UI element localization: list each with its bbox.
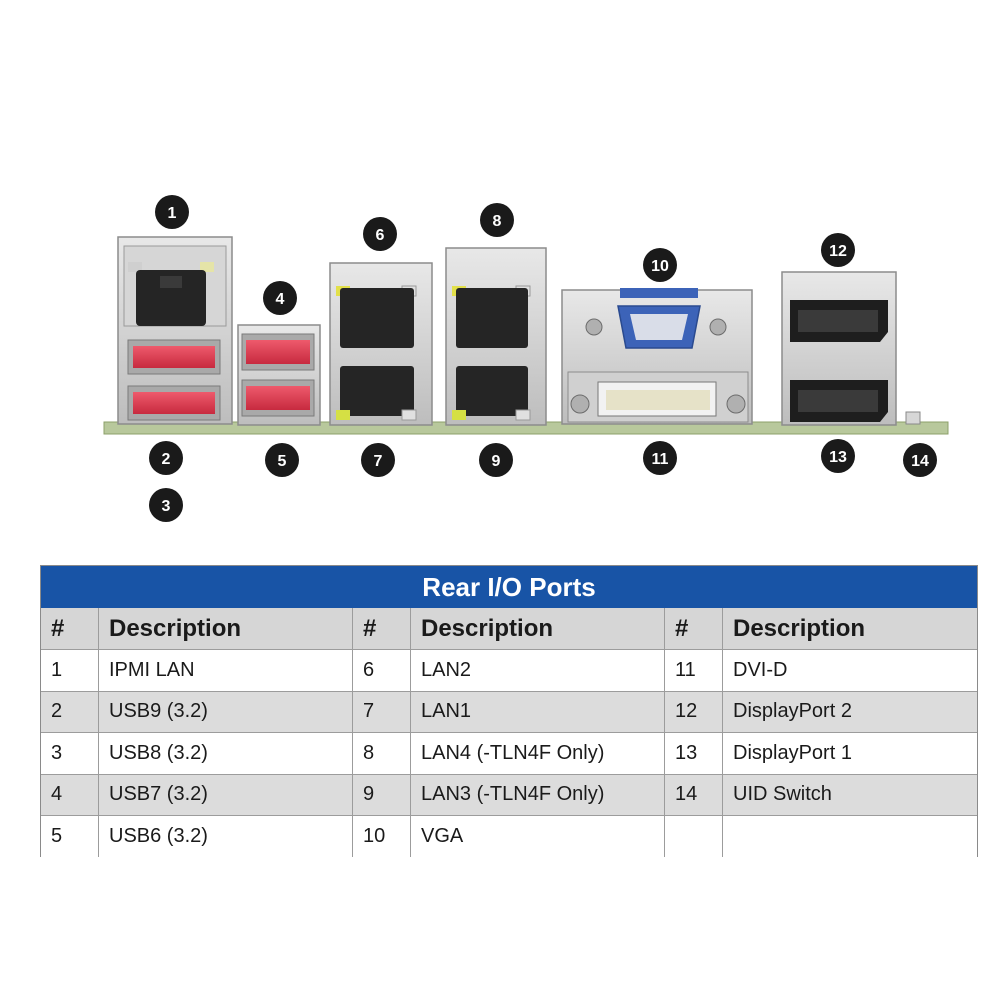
- cell-num-3: 13: [665, 733, 723, 774]
- callout-11: 11: [643, 441, 677, 475]
- callout-circle: [263, 281, 297, 315]
- callout-number: 4: [276, 291, 285, 308]
- callout-2: 2: [149, 441, 183, 475]
- callout-13: 13: [821, 439, 855, 473]
- callout-number: 9: [492, 453, 501, 470]
- ipmi-usb-stack: [117, 236, 233, 425]
- cell-desc-2: LAN1: [411, 691, 665, 732]
- displayport-stack: [781, 271, 897, 426]
- cell-desc-2: LAN4 (-TLN4F Only): [411, 733, 665, 774]
- usb-stack: [237, 324, 321, 426]
- lan-stack-2: [445, 247, 547, 426]
- callout-circle: [149, 488, 183, 522]
- callout-number: 12: [829, 243, 847, 260]
- callout-circle: [643, 248, 677, 282]
- callout-1: 1: [155, 195, 189, 229]
- callout-circle: [821, 439, 855, 473]
- callout-9: 9: [479, 443, 513, 477]
- table-title: Rear I/O Ports: [41, 566, 977, 608]
- callout-circle: [480, 203, 514, 237]
- cell-num-1: 5: [41, 816, 99, 857]
- cell-num-1: 2: [41, 691, 99, 732]
- callout-8: 8: [480, 203, 514, 237]
- callout-circle: [643, 441, 677, 475]
- callout-number: 5: [278, 453, 287, 470]
- cell-num-1: 1: [41, 650, 99, 691]
- cell-desc-1: IPMI LAN: [99, 650, 353, 691]
- header-desc-1: Description: [99, 608, 353, 649]
- callout-circle: [363, 217, 397, 251]
- table-header-row: # Description # Description # Descriptio…: [41, 608, 977, 649]
- callout-6: 6: [363, 217, 397, 251]
- lan-stack-1: [329, 262, 433, 426]
- cell-desc-1: USB9 (3.2): [99, 691, 353, 732]
- callout-circle: [479, 443, 513, 477]
- uid-switch: [905, 411, 921, 425]
- callout-number: 14: [911, 453, 929, 470]
- header-desc-2: Description: [411, 608, 665, 649]
- cell-num-3: 14: [665, 774, 723, 815]
- cell-num-2: 7: [353, 691, 411, 732]
- callout-10: 10: [643, 248, 677, 282]
- callout-number: 13: [829, 449, 847, 466]
- cell-num-2: 8: [353, 733, 411, 774]
- header-num-3: #: [665, 608, 723, 649]
- cell-num-1: 3: [41, 733, 99, 774]
- cell-desc-1: USB7 (3.2): [99, 774, 353, 815]
- callout-number: 10: [651, 258, 669, 275]
- cell-desc-3: DisplayPort 1: [733, 741, 852, 764]
- callout-number: 3: [162, 498, 171, 515]
- callout-12: 12: [821, 233, 855, 267]
- cell-num-2: 9: [353, 774, 411, 815]
- rear-io-ports-table: Rear I/O Ports # Description # Descripti…: [40, 565, 978, 857]
- callout-number: 1: [168, 205, 177, 222]
- cell-desc-1: USB6 (3.2): [99, 816, 353, 857]
- callout-circle: [149, 441, 183, 475]
- callout-7: 7: [361, 443, 395, 477]
- cell-num-3: 11: [665, 650, 723, 691]
- cell-num-3: 12: [665, 691, 723, 732]
- header-num-2: #: [353, 608, 411, 649]
- cell-num-2: 10: [353, 816, 411, 857]
- callout-3: 3: [149, 488, 183, 522]
- header-desc-3: Description: [733, 614, 866, 642]
- callout-number: 11: [652, 451, 669, 468]
- cell-desc-3: UID Switch: [733, 783, 832, 806]
- header-num-1: #: [41, 608, 99, 649]
- cell-desc-2: LAN2: [411, 650, 665, 691]
- cell-desc-2: LAN3 (-TLN4F Only): [411, 774, 665, 815]
- vga-dvi-stack: [561, 288, 753, 425]
- cell-desc-3: [723, 816, 977, 857]
- callout-circle: [903, 443, 937, 477]
- cell-num-1: 4: [41, 774, 99, 815]
- cell-num-2: 6: [353, 650, 411, 691]
- callout-number: 7: [374, 453, 383, 470]
- cell-desc-3: DVI-D: [733, 658, 788, 681]
- callout-14: 14: [903, 443, 937, 477]
- callout-circle: [265, 443, 299, 477]
- callout-circle: [361, 443, 395, 477]
- callout-circle: [155, 195, 189, 229]
- callout-circle: [821, 233, 855, 267]
- cell-num-3: [665, 816, 723, 857]
- callout-number: 6: [376, 227, 385, 244]
- callout-number: 8: [493, 213, 502, 230]
- callout-5: 5: [265, 443, 299, 477]
- callout-4: 4: [263, 281, 297, 315]
- cell-desc-3: DisplayPort 2: [733, 700, 852, 723]
- cell-desc-1: USB8 (3.2): [99, 733, 353, 774]
- callout-number: 2: [162, 451, 171, 468]
- cell-desc-2: VGA: [411, 816, 665, 857]
